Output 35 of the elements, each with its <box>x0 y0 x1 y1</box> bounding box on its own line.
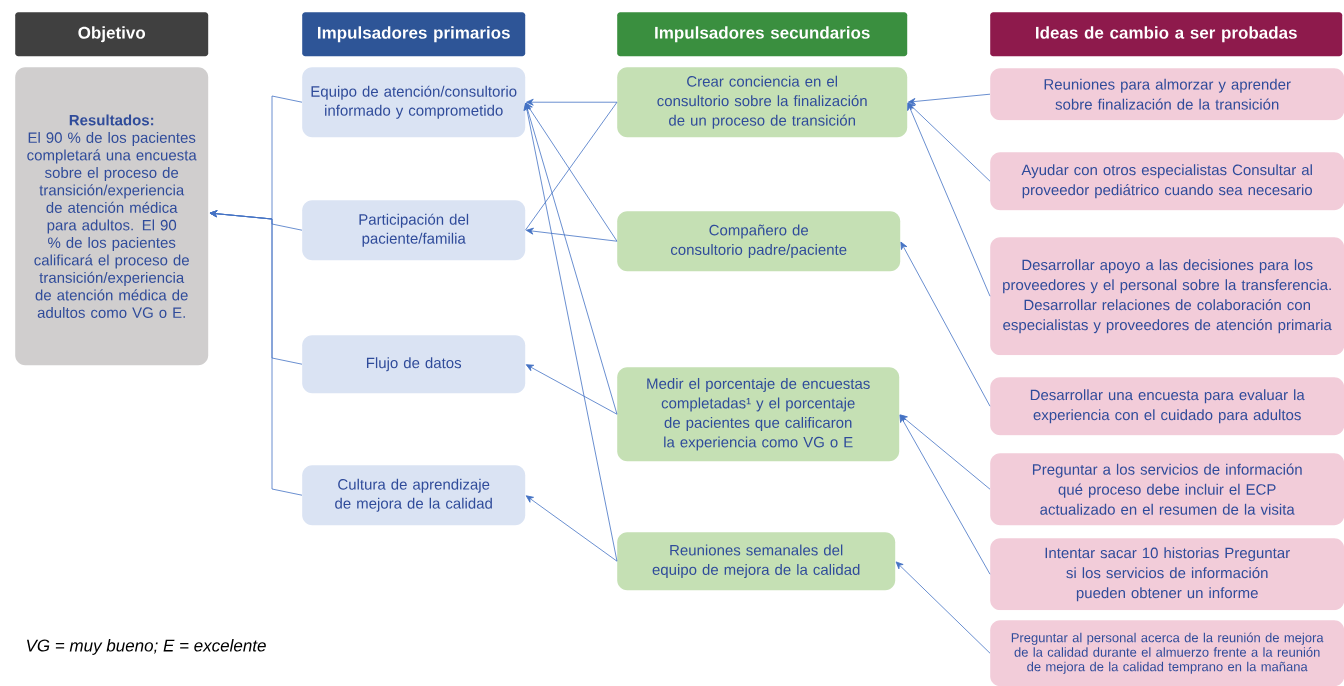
primary-driver-box: Flujo de datos <box>302 335 526 394</box>
change-idea-box: Ayudar con otros especialistas Consultar al proveedor pediátrico cuando sea necesario <box>990 152 1344 211</box>
primary-driver-box: Equipo de atención/consultorio informado y comprometido <box>302 67 526 138</box>
header-box: Impulsadores primarios <box>302 12 526 57</box>
header-box: Objetivo <box>15 12 209 57</box>
header-box: Ideas de cambio a ser probadas <box>990 12 1343 57</box>
change-idea-box: Preguntar a los servicios de información qué proceso debe incluir el ECP actualizado en el resumen de la visita <box>990 453 1344 526</box>
arrow <box>523 102 618 562</box>
arrow <box>900 241 991 407</box>
secondary-driver-box: Compañero de consultorio padre/paciente <box>617 211 901 272</box>
arrow <box>907 102 991 297</box>
header-box: Impulsadores secundarios <box>617 12 908 57</box>
arrow <box>525 364 618 415</box>
secondary-driver-box: Crear conciencia en el consultorio sobre la finalización de un proceso de transición <box>617 67 908 138</box>
objective-box: Resultados: El 90 % de los pacientes completará una encuesta sobre el proceso de transición/experiencia de atención médica para adultos. El 90 % de los pacientes calificará el proceso de transición/experiencia de atención médica de adultos como VG o E. <box>15 67 209 366</box>
note-text: VG = muy bueno; E = excelente <box>27 639 266 655</box>
arrow <box>524 102 618 415</box>
arrow <box>526 98 618 106</box>
arrow <box>899 414 991 575</box>
change-idea-box: Intentar sacar 10 historias Preguntar si los servicios de información pueden obtener un informe <box>990 538 1344 611</box>
secondary-driver-box: Medir el porcentaje de encuestas completadas¹ y el porcentaje de pacientes que calificaron la experiencia como VG o E <box>617 367 900 462</box>
arrow <box>899 414 991 490</box>
primary-driver-box: Participación del paciente/familia <box>302 200 526 261</box>
change-idea-box: Reuniones para almorzar y aprender sobre finalización de la transición <box>990 68 1344 121</box>
arrow <box>526 227 618 242</box>
arrow <box>525 495 618 562</box>
arrow <box>908 93 991 105</box>
secondary-driver-box: Reuniones semanales del equipo de mejora de la calidad <box>617 532 896 591</box>
change-idea-box: Desarrollar una encuesta para evaluar la experiencia con el cuidado para adultos <box>990 377 1344 436</box>
primary-driver-box: Cultura de aprendizaje de mejora de la calidad <box>302 465 526 526</box>
change-idea-box: Preguntar al personal acerca de la reunión de mejora de la calidad durante el almuerzo frente a la reunión de mejora de la calidad temprano en la mañana <box>990 620 1344 686</box>
arrow <box>895 561 991 654</box>
change-idea-box: Desarrollar apoyo a las decisiones para los proveedores y el personal sobre la transferencia. Desarrollar relaciones de colaboración con especialistas y proveedores de atención primaria <box>990 237 1344 356</box>
arrow <box>907 102 991 182</box>
arrow <box>209 210 303 496</box>
